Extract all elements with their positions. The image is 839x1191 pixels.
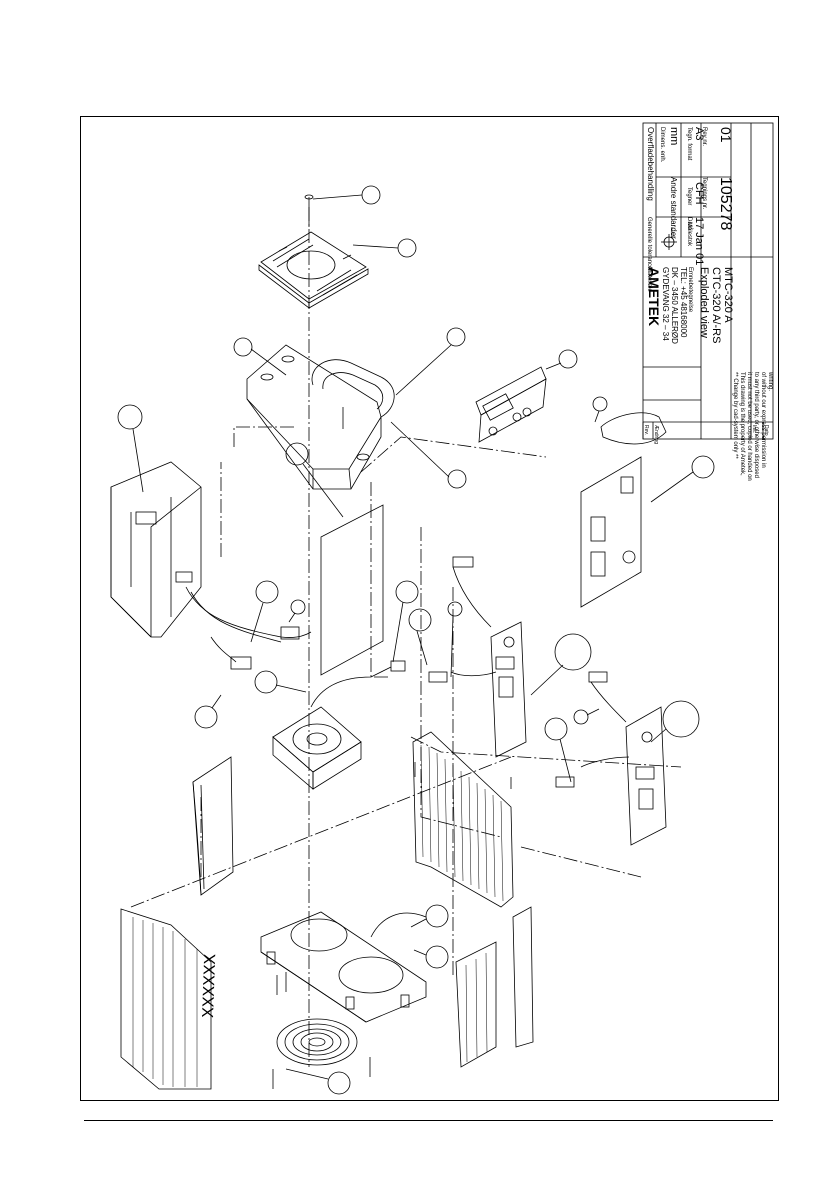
upper-connector-board — [428, 556, 527, 758]
tb-note-6: ** Change by cad-system only ** — [732, 372, 738, 459]
insulation-sheet — [320, 504, 384, 676]
tb-note-4: of without our express permission in — [760, 372, 766, 468]
tb-drawing-no-label: Tegnings nr. — [701, 177, 707, 210]
tb-tegner-value: CFH — [693, 182, 705, 205]
tb-scale-label: Målestok — [686, 222, 693, 247]
fan — [272, 660, 406, 790]
page-number — [797, 18, 817, 40]
tb-note-3: to any third party, or otherwise dispose… — [753, 372, 759, 478]
tb-dato-value: 17 Jan 01 — [693, 217, 705, 265]
tb-tolerance-label: Generelle tolerancer — [646, 217, 652, 271]
front-panel — [120, 908, 212, 1090]
bottom-plate — [260, 911, 427, 1023]
address-line-1: GYDEVANG 32 – 34 — [661, 267, 670, 341]
tb-initials-col: Init. — [751, 425, 757, 433]
tb-benevnelse-label: Emnebetegnelse — [687, 267, 693, 313]
left-chassis — [110, 461, 202, 638]
tb-tegner-label: Tegner — [686, 187, 692, 205]
tb-format-value: A3 — [693, 127, 705, 140]
lower-connector-board — [555, 671, 667, 846]
front-panel-marking: XXXXXX — [200, 953, 219, 1018]
exploded-view-drawing: XXXXXX Overfladebehandling Andre standar… — [110, 122, 774, 1095]
screws — [272, 762, 512, 1089]
tb-dato-label: Dato — [686, 217, 692, 230]
tb-title-1: Exploded view — [698, 267, 710, 338]
top-screw — [304, 194, 314, 227]
tb-date-col: Dato — [763, 425, 769, 436]
tb-drawing-no-value: 105278 — [717, 177, 734, 230]
tb-rev-value: 01 — [718, 127, 734, 143]
heatsink-panel — [412, 731, 514, 908]
tb-surface-label: Overfladebehandling — [646, 127, 655, 201]
tb-surface-sub: Andre standarder — [669, 177, 678, 239]
tb-format-label: Tegn. format — [686, 127, 692, 161]
projection-symbol-icon — [661, 234, 677, 250]
label-bubbles — [117, 185, 715, 1095]
tb-title-3: MTC-320 A — [722, 267, 734, 323]
top-grille-plate — [258, 231, 369, 309]
tb-rev-label: Rev nr. — [701, 127, 707, 146]
left-curved-panel — [192, 756, 234, 896]
top-housing — [246, 344, 395, 490]
left-cable-harness — [185, 586, 312, 670]
tb-material-label: Materiale — [646, 267, 652, 292]
tb-dimension-value: mm — [668, 127, 680, 145]
tb-change-col: Ændring — [653, 425, 659, 444]
title-block — [642, 122, 774, 440]
tb-title-2: CTC-320 A/-RS — [710, 267, 722, 343]
address-line-2: DK – 3450 ALLERØD — [670, 267, 679, 344]
footer-rule — [84, 1120, 773, 1121]
company-logo: AMETEK — [646, 267, 662, 326]
display-unit — [475, 366, 547, 443]
tb-rev-col: Rev. — [643, 425, 649, 435]
tb-scale-value: — — [666, 227, 678, 238]
tb-note-2: it must not be used, copied or handed on — [746, 372, 752, 481]
rear-panel — [455, 906, 534, 1068]
tb-note-5: writing. — [767, 371, 773, 391]
address-line-3: TEL: +45 48168000 — [679, 267, 688, 338]
tb-dimension-label: Dimens. enh. — [659, 127, 665, 163]
drawing-frame: XXXXXX Overfladebehandling Andre standar… — [80, 116, 779, 1101]
grille-disk — [276, 1018, 358, 1066]
main-pcb — [580, 412, 667, 608]
tb-note-1: This drawing is the property of Ametek, — [739, 372, 745, 476]
